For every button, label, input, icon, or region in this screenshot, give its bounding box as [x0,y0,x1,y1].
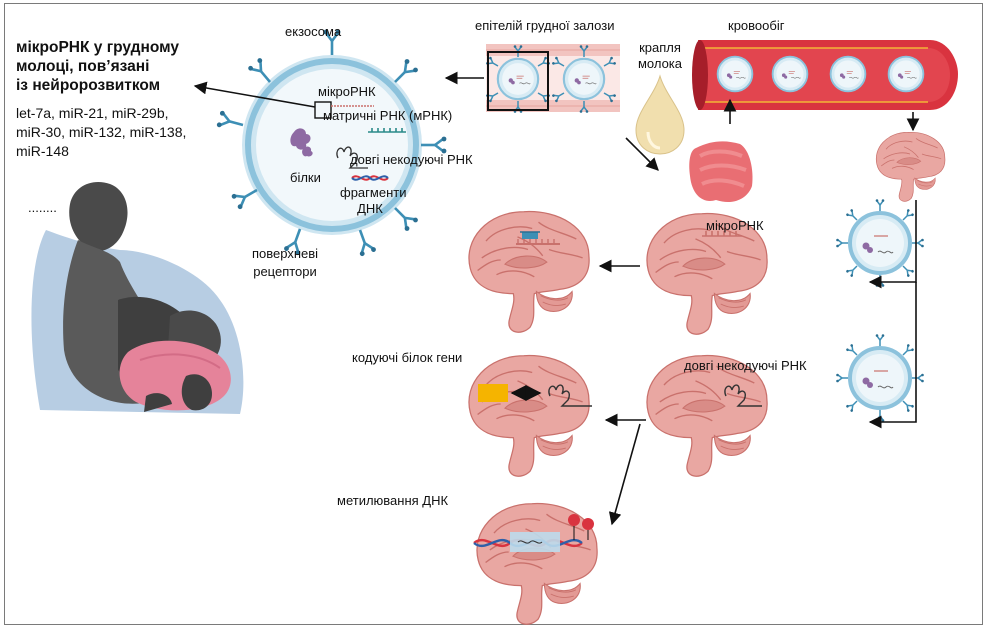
label-receptors-2: рецептори [253,264,317,279]
label-lncrna-brain: довгі некодуючі РНК [684,358,807,373]
title-line-1: мікроРНК у грудному [16,39,179,56]
mirna-list-line-3: miR-148 [16,143,69,159]
exosome-illustration [214,28,448,259]
brain-coding-genes [468,354,590,477]
label-lncrna-exosome: довгі некодуючі РНК [350,152,473,167]
figure-title: мікроРНК у грудному молоці, пов’язані із… [16,38,206,95]
mirna-hairpin-overlay [702,231,742,237]
label-dna-fragments-2: ДНК [357,201,383,216]
label-mrna: матричні РНК (мРНК) [323,108,453,123]
title-line-2: молоці, пов’язані [16,58,150,75]
mirna-list-line-2: miR-30, miR-132, miR-138, [16,124,187,140]
exosome-right-lower [835,333,925,423]
mirna-list: let-7a, miR-21, miR-29b, miR-30, miR-132… [16,104,186,161]
mirna-list-line-1: let-7a, miR-21, miR-29b, [16,105,169,121]
methylation-overlay [473,514,594,552]
ellipsis-text: ........ [28,200,57,215]
label-milk-drop-1: крапля [639,40,681,55]
label-dna-methylation: метилювання ДНК [337,493,449,508]
brain-mirna-target [468,210,590,333]
label-epithelium: епітелій грудної залози [475,18,615,33]
label-mirna-brain: мікроРНК [706,218,764,233]
coding-gene-overlay [478,384,592,407]
mammary-epithelium-illustration [484,44,620,114]
intestine-illustration [689,141,753,203]
label-mirna-exosome: мікроРНК [318,84,376,99]
arrows [193,71,920,526]
label-exosome: екзосома [285,24,342,39]
exosome-right-upper [835,198,925,288]
title-line-3: із нейророзвитком [16,77,161,94]
label-receptors-1: поверхневі [251,246,319,261]
label-protein-coding-genes: кодуючі білок гени [352,350,463,365]
lncrna-brain-overlay [724,384,762,407]
bloodstream-vessel [692,40,958,110]
figure-frame [4,3,983,625]
brain-top-right [875,131,946,202]
label-bloodstream: кровообіг [728,18,785,33]
mirna-gene-target-overlay [516,231,560,245]
mother-baby-illustration [31,182,244,414]
label-dna-fragments-1: фрагменти [340,185,407,200]
label-milk-drop-2: молока [637,56,683,71]
milk-drop [635,74,685,155]
label-proteins: білки [290,170,321,185]
